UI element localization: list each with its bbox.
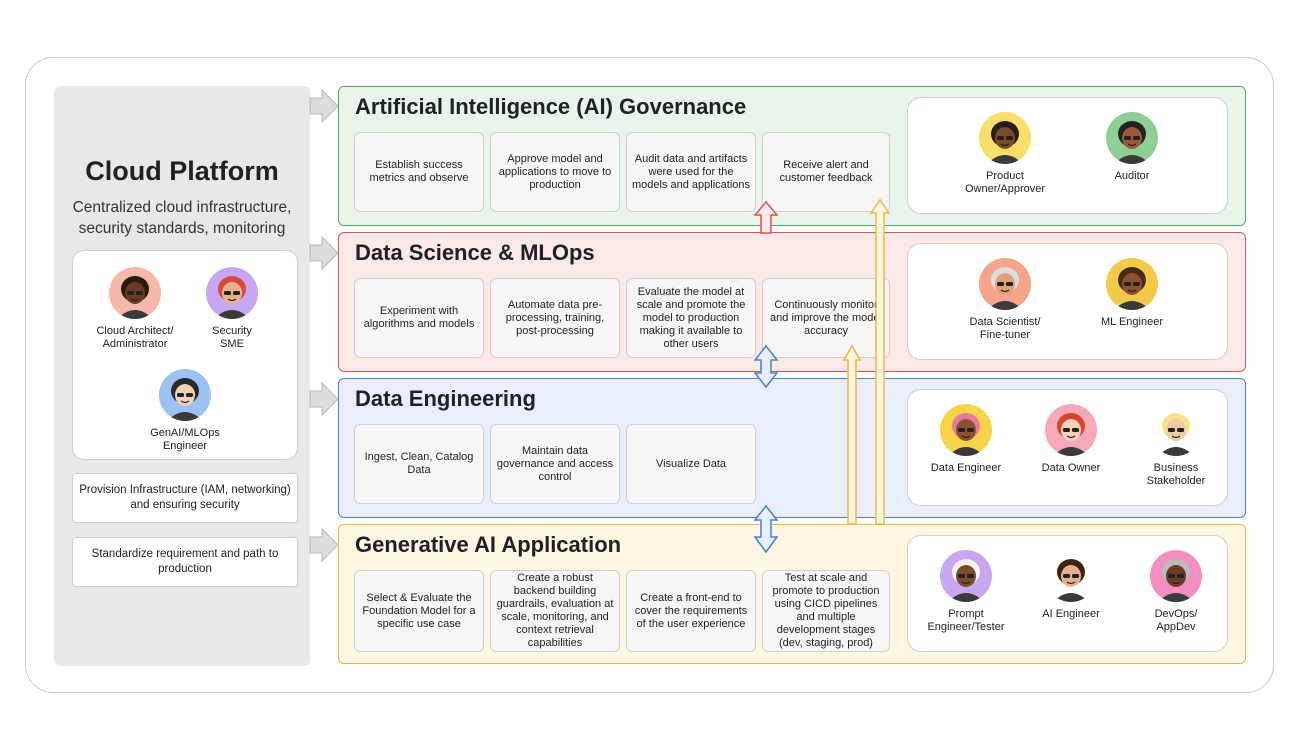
- persona-0-1-avatar: [1106, 112, 1158, 164]
- persona-0-0-avatar: [979, 112, 1031, 164]
- platform-persona-1-label: Security SME: [212, 325, 252, 350]
- task-visualize-data: Visualize Data: [626, 424, 756, 504]
- section-title-data-engineering: Data Engineering: [355, 386, 536, 411]
- cloud-platform-subtitle: Centralized cloud infrastructure, securi…: [72, 199, 292, 237]
- governance-persona-card: Product Owner/Approver Auditor: [907, 97, 1228, 214]
- persona-1-1-avatar: [1106, 258, 1158, 310]
- persona-2-0-avatar: [940, 404, 992, 456]
- persona-1-0-label: Data Scientist/ Fine-tuner: [969, 316, 1041, 341]
- persona-2-1-avatar: [1045, 404, 1097, 456]
- data-science-persona-card: Data Scientist/ Fine-tuner ML Engineer: [907, 243, 1228, 360]
- task-ingest-data: Ingest, Clean, Catalog Data: [354, 424, 484, 504]
- persona-3-1-avatar: [1045, 550, 1097, 602]
- persona-3-0-label: Prompt Engineer/Tester: [927, 608, 1005, 633]
- standardize-requirement-note: Standardize requirement and path to prod…: [72, 537, 298, 587]
- task-front-end: Create a front-end to cover the requirem…: [626, 570, 756, 652]
- section-title-genai-application: Generative AI Application: [355, 532, 622, 557]
- persona-0-1-label: Auditor: [1114, 170, 1150, 182]
- persona-3-1-label: AI Engineer: [1042, 608, 1100, 620]
- task-monitor-accuracy: Continuously monitor and improve the mod…: [762, 278, 890, 358]
- persona-1-1-label: ML Engineer: [1101, 316, 1163, 328]
- genai-persona-card: Prompt Engineer/Tester AI Engineer DevOps/…: [907, 535, 1228, 652]
- persona-2-0-label: Data Engineer: [930, 462, 1002, 474]
- persona-1-0-avatar: [979, 258, 1031, 310]
- section-title-data-science: Data Science & MLOps: [355, 240, 595, 265]
- task-select-foundation-model: Select & Evaluate the Foundation Model f…: [354, 570, 484, 652]
- persona-3-2-label: DevOps/ AppDev: [1154, 608, 1198, 633]
- platform-persona-0-label: Cloud Architect/ Administrator: [96, 325, 174, 350]
- task-establish-metrics: Establish success metrics and observe: [354, 132, 484, 212]
- provision-infrastructure-note: Provision Infrastructure (IAM, networkin…: [72, 473, 298, 523]
- persona-0-0-label: Product Owner/Approver: [964, 170, 1046, 195]
- persona-2-2-avatar: [1150, 404, 1202, 456]
- section-title-ai-governance: Artificial Intelligence (AI) Governance: [355, 94, 747, 119]
- persona-3-2-avatar: [1150, 550, 1202, 602]
- platform-persona-2-avatar: [159, 369, 211, 421]
- task-experiment: Experiment with algorithms and models: [354, 278, 484, 358]
- persona-2-1-label: Data Owner: [1041, 462, 1101, 474]
- task-automate-preprocessing: Automate data pre-processing, training, …: [490, 278, 620, 358]
- task-robust-backend: Create a robust backend building guardra…: [490, 570, 620, 652]
- task-approve-model: Approve model and applications to move t…: [490, 132, 620, 212]
- task-receive-alert: Receive alert and customer feedback: [762, 132, 890, 212]
- platform-persona-card: Cloud Architect/ Administrator Security S…: [72, 250, 298, 460]
- task-evaluate-model: Evaluate the model at scale and promote …: [626, 278, 756, 358]
- platform-persona-2-label: GenAI/MLOps Engineer: [150, 427, 220, 452]
- task-data-governance: Maintain data governance and access cont…: [490, 424, 620, 504]
- persona-2-2-label: Business Stakeholder: [1146, 462, 1206, 487]
- task-test-at-scale: Test at scale and promote to production …: [762, 570, 890, 652]
- data-engineering-persona-card: Data Engineer Data Owner Business Stakehol…: [907, 389, 1228, 506]
- persona-3-0-avatar: [940, 550, 992, 602]
- task-audit-data: Audit data and artifacts were used for t…: [626, 132, 756, 212]
- platform-persona-1-avatar: [206, 267, 258, 319]
- platform-persona-0-avatar: [109, 267, 161, 319]
- cloud-platform-title: Cloud Platform: [85, 156, 279, 186]
